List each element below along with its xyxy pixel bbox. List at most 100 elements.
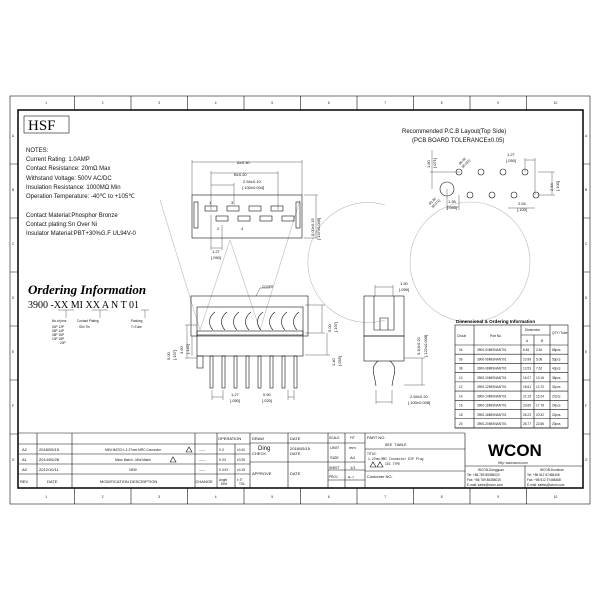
office-tel: Tel: +86 512 57468408 [527, 473, 560, 477]
ordering-code: 3900 -XX MI XX A N T 01 [28, 300, 139, 311]
front-view: COVER 5.00 [.197] 1.40 [.055] 5.00 [.197… [166, 285, 342, 403]
part-no-value: SEE TABLE [385, 444, 407, 448]
rev-id: A0 [22, 467, 28, 472]
note-line: Current Rating: 1.0AMP [26, 157, 90, 163]
zone-label: 8 [441, 101, 443, 105]
zone-label: D [585, 296, 588, 300]
material-line: Contact Material:Phosphor Bronze [26, 213, 118, 219]
header-dimension: Dimension [525, 328, 540, 332]
office-fax: Fax: +86 769 85358015 [467, 478, 501, 482]
company-url: Http: www.wcon.com [498, 461, 528, 465]
contact-slot [226, 205, 240, 212]
title-value-2: IDC TYPE [385, 462, 400, 466]
table-cell: 21.15 [523, 394, 531, 398]
dim-text: [.020] [262, 398, 272, 403]
outer-frame [9, 95, 591, 505]
dim-text: 1.35 [448, 199, 457, 204]
pin-number: 3 [231, 200, 234, 205]
draw-label: DRAW [252, 436, 264, 441]
zone-label: B [12, 188, 14, 192]
dim-text: 1.27 [507, 152, 516, 157]
dim-text: 1.40 [331, 357, 336, 366]
zone-label: F [585, 404, 587, 408]
dim-text: 5.00 [327, 323, 332, 332]
check-label: CHECK [252, 451, 266, 456]
table-cell: 22pcs [552, 413, 561, 417]
table-cell: 10.99 [523, 357, 531, 361]
date-label: DATE [290, 471, 301, 476]
unit-label: UNIT [330, 445, 340, 450]
zone-label: 7 [384, 101, 386, 105]
table-cell: 14 [459, 394, 463, 398]
dim-text: 2.54 [549, 182, 554, 191]
table-cell: 24pcs [552, 404, 561, 408]
note-line: Withstand Voltage: 500V AC/DC [26, 176, 112, 182]
zone-label: A [12, 134, 15, 138]
table-cell: 3900-18MISNANT01 [477, 413, 507, 417]
table-cell: 3900-20MISNANT01 [477, 422, 507, 426]
pin-number: 4 [241, 226, 244, 231]
dim-height-in: [.197±0.006] [316, 218, 321, 240]
pins-option: 08P 16P [52, 333, 64, 337]
sheet-label: SHEET [329, 466, 340, 470]
title-value: 1.27mm MRC Connector DIP Plug [368, 457, 424, 461]
office-tel: Tel: +86 769 85358020 [467, 473, 500, 477]
note-line: Contact Resistance: 20mΩ Max [26, 166, 111, 172]
table-cell: 7.62 [536, 367, 542, 371]
table-cell: 3900-14MISNANT01 [477, 394, 507, 398]
pcb-title: Recommended P.C.B Layout(Top Side) [402, 129, 506, 135]
dim-text: [.059] [399, 287, 409, 292]
table-cell: 13.53 [523, 367, 531, 371]
pin [269, 355, 274, 389]
material-line: Contact plating:Sn Over Ni [26, 222, 97, 228]
wcon-watermark [159, 199, 531, 331]
pin [221, 355, 226, 389]
pcb-hole [510, 191, 518, 199]
zone-label: 3 [158, 495, 160, 499]
dim-text: 1.80 [426, 159, 431, 168]
table-cell: 28.77 [523, 422, 531, 426]
table-cell: 16.07 [523, 376, 531, 380]
warning-icon [185, 446, 193, 453]
table-cell: 08 [459, 367, 463, 371]
wcon-logo: WCON [488, 441, 542, 460]
table-cell: 5.08 [536, 357, 542, 361]
table-cell: 2.54 [536, 348, 542, 352]
table-cell: 27pcs [552, 394, 561, 398]
dim-pitch: 2.54±0.10 [243, 179, 262, 184]
dim-text: 0.50 [263, 392, 272, 397]
dim-text: [Ø.071] [431, 198, 441, 208]
unit-value: mm [349, 445, 356, 450]
table-cell: 6.45 [523, 348, 529, 352]
pcb-hole [466, 191, 474, 199]
pin [257, 355, 262, 389]
pin [293, 355, 298, 389]
zone-label: D [12, 296, 15, 300]
rev-change: ------ [199, 448, 205, 452]
zone-label: 5 [271, 101, 273, 105]
pins-option: 10P 18P [52, 337, 64, 341]
table-cell: 10.16 [536, 376, 544, 380]
table-cell: 10 [459, 376, 463, 380]
table-title: Dimensional & Ordering Information [456, 319, 535, 324]
zone-label: 2 [102, 101, 104, 105]
pins-label: No.of pins [52, 319, 67, 323]
zone-label: 1 [45, 101, 47, 105]
table-cell: 26.23 [523, 413, 531, 417]
tol-dim: X.XX [219, 458, 227, 462]
title-label: TITLE: [367, 452, 377, 456]
proj-symbol: ◈-◁ [348, 475, 355, 479]
pin [209, 355, 214, 389]
zone-label: 6 [328, 495, 330, 499]
packing-label: Packing [131, 319, 143, 323]
pcb-hole [499, 168, 507, 176]
dim-text: [.100] [517, 207, 527, 212]
table-cell: 20pcs [552, 422, 561, 426]
pin-number: 2 [217, 226, 220, 231]
date-label: DATE [290, 436, 301, 441]
dimension-table: Dimensional & Ordering Information Circu… [454, 319, 569, 429]
dim-text: 1.27 [231, 392, 240, 397]
zone-label: G [12, 458, 15, 462]
